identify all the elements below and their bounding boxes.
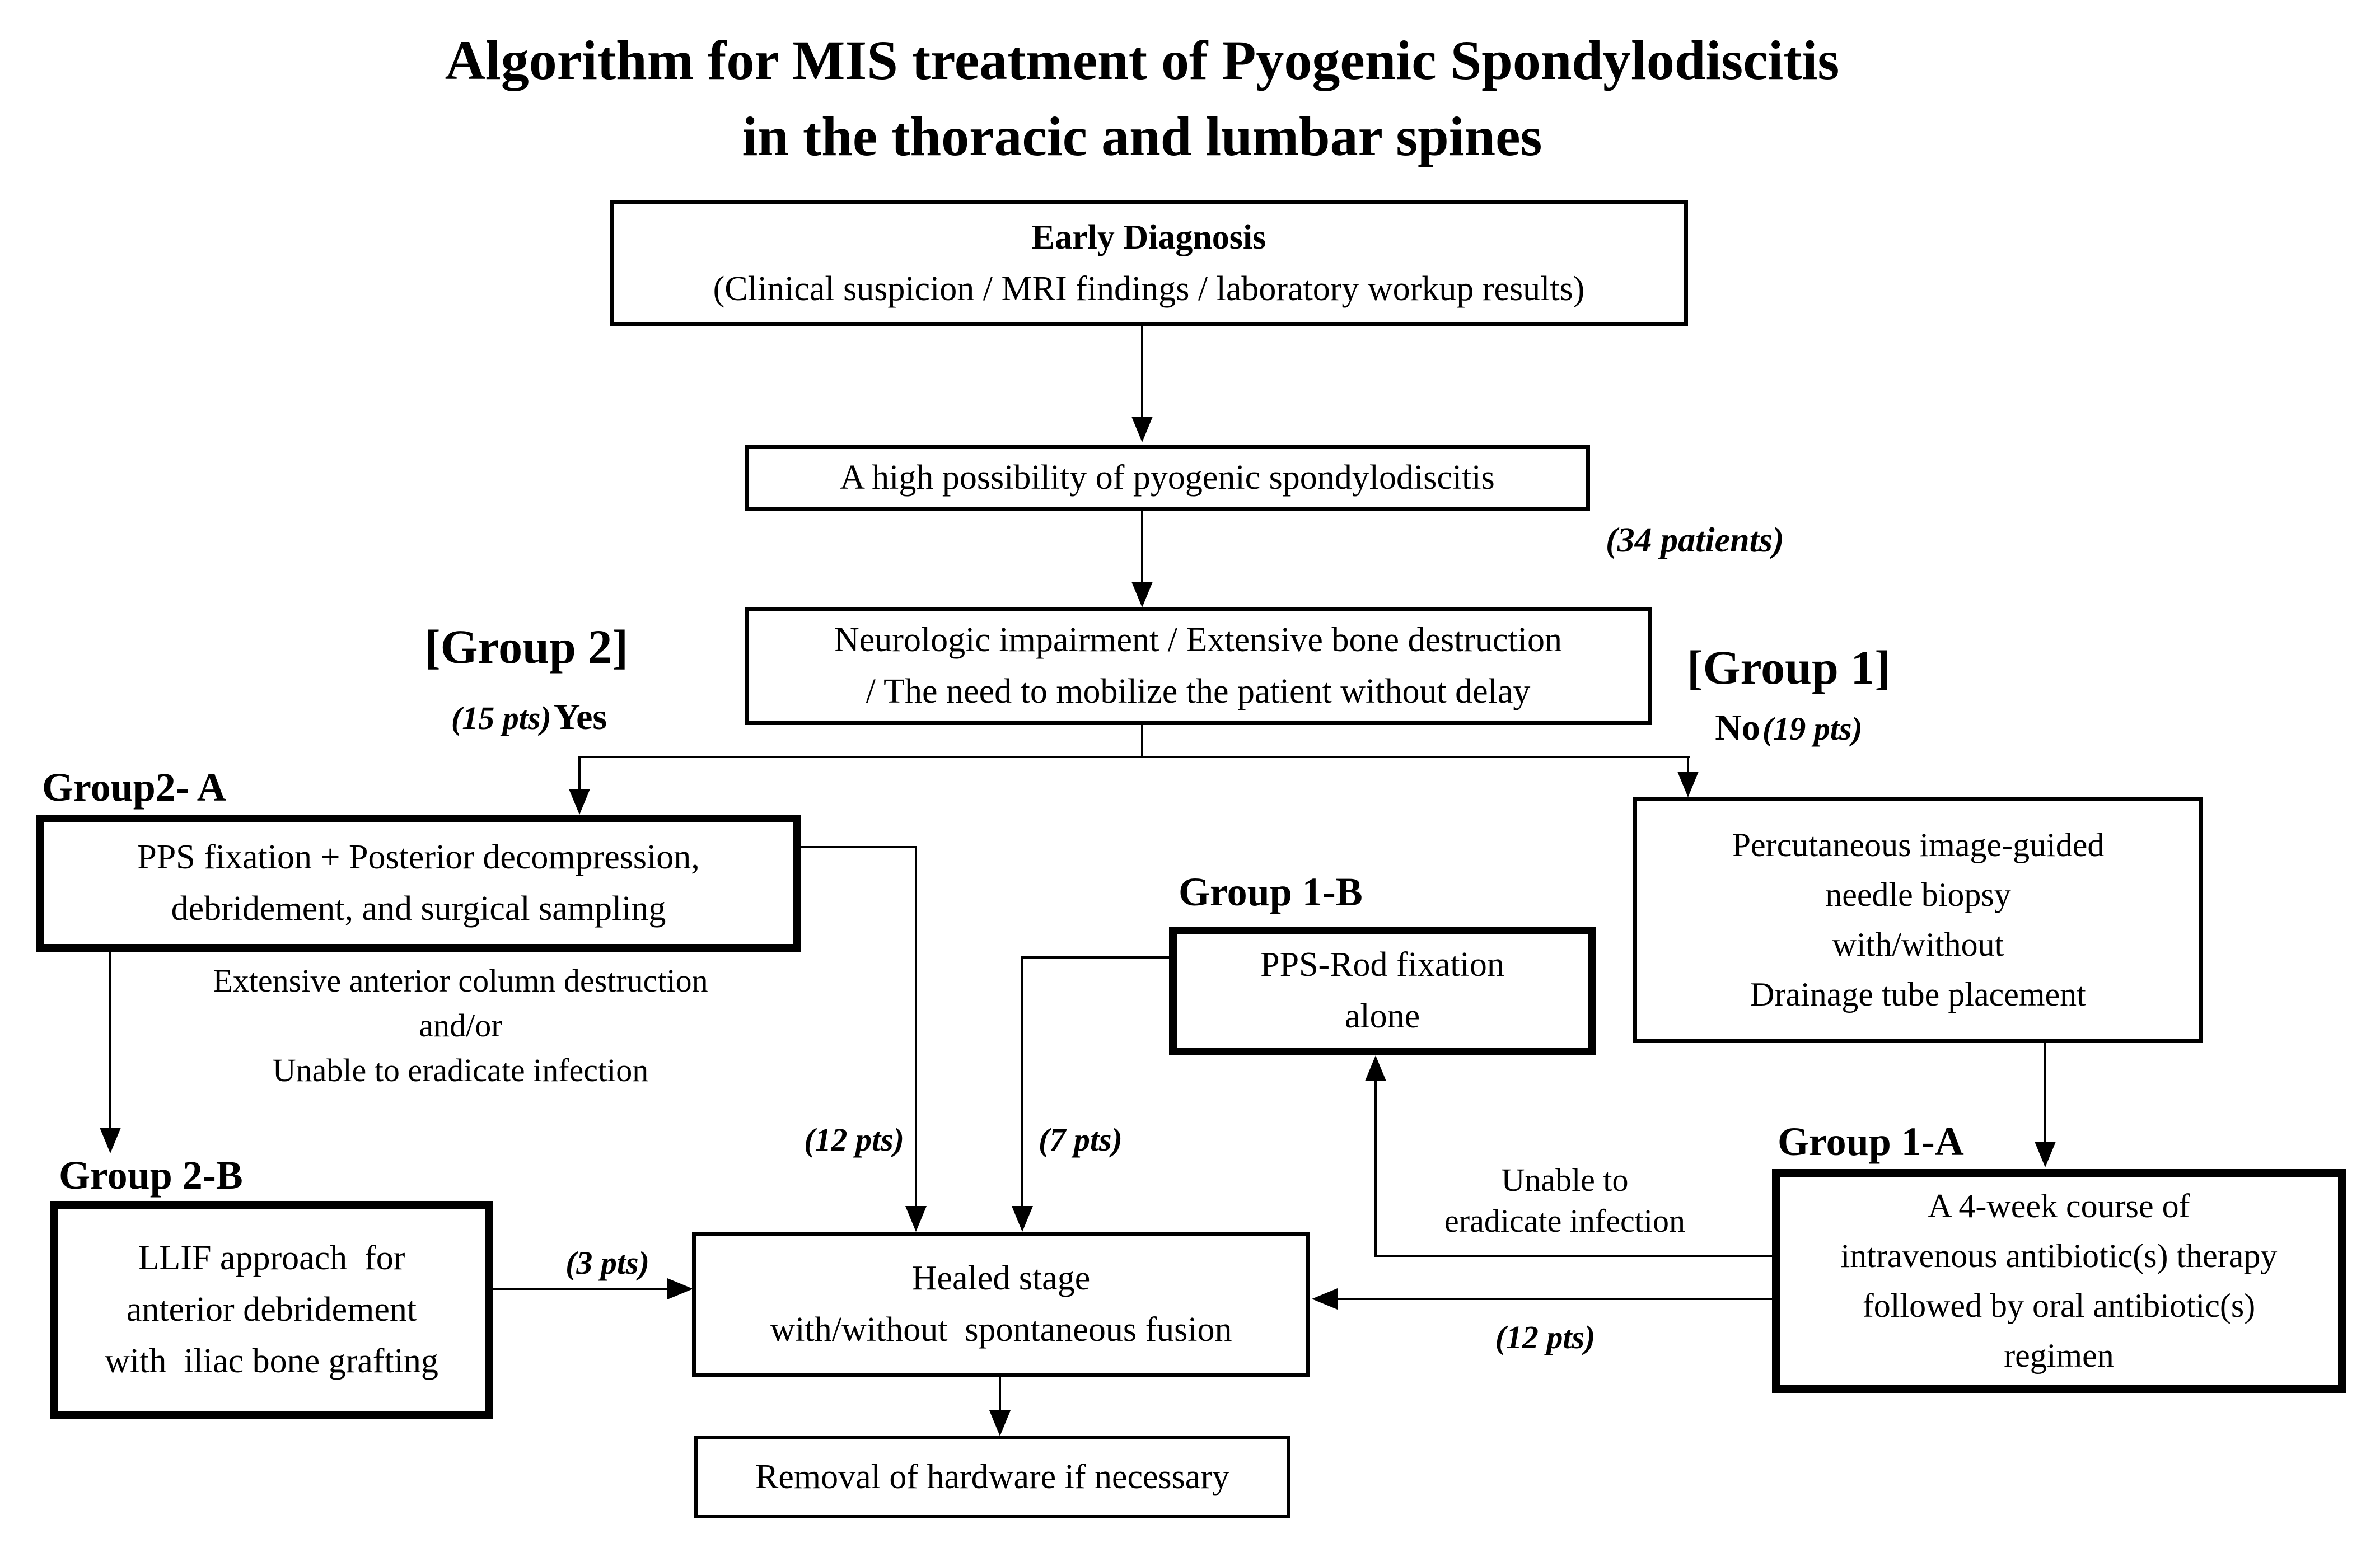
node-early-diagnosis: Early Diagnosis (Clinical suspicion / MR… bbox=[610, 200, 1688, 326]
label-group1b: Group 1-B bbox=[1179, 870, 1363, 914]
criteria-2b-line1: Extensive anterior column destruction bbox=[213, 962, 708, 999]
percutaneous-line4: Drainage tube placement bbox=[1750, 975, 2086, 1013]
criteria-2b-text: Extensive anterior column destruction an… bbox=[126, 959, 795, 1093]
connector-group2a-group2b bbox=[109, 952, 111, 1131]
node-high-possibility: A high possibility of pyogenic spondylod… bbox=[745, 445, 1590, 511]
arrowhead-branch-right bbox=[1677, 772, 1699, 797]
arrowhead-healed-removal bbox=[989, 1410, 1011, 1436]
arrowhead-group1a-group1b bbox=[1365, 1055, 1386, 1081]
label-12pts-group1a: (12 pts) bbox=[1495, 1319, 1596, 1355]
decision-line2: / The need to mobilize the patient witho… bbox=[866, 672, 1531, 710]
node-group1a: A 4-week course of intravenous antibioti… bbox=[1772, 1169, 2346, 1393]
arrowhead-highposs-decision bbox=[1131, 582, 1153, 607]
group1-pts: (19 pts) bbox=[1762, 710, 1863, 747]
label-7pts: (7 pts) bbox=[1039, 1121, 1123, 1158]
percutaneous-line3: with/without bbox=[1832, 926, 2004, 963]
connector-earlydx-highposs bbox=[1141, 326, 1143, 422]
connector-branch-right bbox=[1687, 756, 1689, 774]
group1-no: No bbox=[1715, 707, 1760, 748]
healed-line1: Healed stage bbox=[911, 1259, 1091, 1298]
node-removal: Removal of hardware if necessary bbox=[694, 1436, 1290, 1518]
group2a-line1: PPS fixation + Posterior decompression, bbox=[137, 838, 700, 876]
criteria-2b-line3: Unable to eradicate infection bbox=[272, 1052, 649, 1089]
high-possibility-text: A high possibility of pyogenic spondylod… bbox=[840, 459, 1495, 497]
connector-group1a-healed bbox=[1335, 1298, 1773, 1300]
arrowhead-group1b-healed bbox=[1012, 1206, 1033, 1232]
connector-group1a-group1b-v bbox=[1374, 1079, 1377, 1257]
group1a-line1: A 4-week course of bbox=[1928, 1188, 2190, 1225]
label-3pts: (3 pts) bbox=[565, 1245, 649, 1281]
arrowhead-group2a-healed bbox=[905, 1206, 927, 1232]
node-group2a: PPS fixation + Posterior decompression, … bbox=[36, 815, 801, 952]
connector-branch-horizontal bbox=[578, 756, 1690, 758]
connector-group2b-healed bbox=[493, 1288, 670, 1290]
label-group2-answer: (15 pts) Yes bbox=[403, 696, 655, 738]
connector-percutaneous-group1a bbox=[2044, 1043, 2046, 1145]
connector-branch-left bbox=[578, 756, 581, 791]
decision-line1: Neurologic impairment / Extensive bone d… bbox=[834, 621, 1562, 660]
group2b-line2: anterior debridement bbox=[126, 1291, 417, 1329]
arrowhead-earlydx-highposs bbox=[1131, 417, 1153, 442]
unable-line2: eradicate infection bbox=[1444, 1202, 1685, 1239]
connector-decision-stub bbox=[1141, 725, 1143, 758]
node-healed: Healed stage with/without spontaneous fu… bbox=[692, 1232, 1310, 1377]
connector-group1a-group1b-h bbox=[1374, 1255, 1773, 1257]
group2b-line1: LLIF approach for bbox=[138, 1239, 405, 1278]
unable-to-eradicate-text: Unable to eradicate infection bbox=[1374, 1160, 1755, 1241]
group1a-line4: regimen bbox=[2004, 1336, 2114, 1374]
removal-text: Removal of hardware if necessary bbox=[755, 1457, 1229, 1496]
early-diagnosis-heading: Early Diagnosis bbox=[1031, 218, 1266, 256]
label-group1a: Group 1-A bbox=[1778, 1119, 1964, 1164]
group1b-line1: PPS-Rod fixation bbox=[1260, 946, 1504, 984]
connector-highposs-decision bbox=[1141, 511, 1143, 587]
percutaneous-line1: Percutaneous image-guided bbox=[1732, 826, 2105, 864]
arrowhead-group2b-healed bbox=[667, 1278, 693, 1299]
group1a-line3: followed by oral antibiotic(s) bbox=[1862, 1287, 2256, 1324]
percutaneous-line2: needle biopsy bbox=[1825, 876, 2011, 914]
node-percutaneous: Percutaneous image-guided needle biopsy … bbox=[1633, 797, 2203, 1043]
arrowhead-percutaneous-group1a bbox=[2035, 1142, 2056, 1167]
healed-line2: with/without spontaneous fusion bbox=[770, 1311, 1232, 1349]
arrowhead-group1a-healed bbox=[1312, 1288, 1338, 1310]
group2-pts: (15 pts) bbox=[451, 700, 551, 736]
label-group1-answer: No (19 pts) bbox=[1671, 707, 1906, 749]
group2b-line3: with iliac bone grafting bbox=[105, 1341, 438, 1380]
label-group1-bracket: [Group 1] bbox=[1687, 641, 1891, 694]
diagram-title-line2: in the thoracic and lumbar spines bbox=[742, 105, 1542, 167]
arrowhead-branch-left bbox=[569, 789, 590, 815]
node-group2b: LLIF approach for anterior debridement w… bbox=[50, 1201, 493, 1419]
label-group2a: Group2- A bbox=[42, 765, 226, 810]
arrowhead-group2a-group2b bbox=[100, 1128, 121, 1153]
group1b-line2: alone bbox=[1344, 997, 1420, 1035]
connector-group2a-elbow-v bbox=[915, 846, 917, 1209]
connector-healed-removal bbox=[999, 1377, 1001, 1414]
connector-group2a-elbow-h bbox=[801, 846, 917, 848]
early-diagnosis-detail: (Clinical suspicion / MRI findings / lab… bbox=[713, 269, 1585, 308]
node-decision: Neurologic impairment / Extensive bone d… bbox=[745, 607, 1652, 725]
group2a-line2: debridement, and surgical sampling bbox=[171, 889, 666, 928]
group2-yes: Yes bbox=[553, 696, 607, 737]
group1a-line2: intravenous antibiotic(s) therapy bbox=[1840, 1237, 2278, 1275]
label-group2b: Group 2-B bbox=[59, 1153, 243, 1198]
node-group1b: PPS-Rod fixation alone bbox=[1169, 927, 1596, 1055]
unable-line1: Unable to bbox=[1501, 1162, 1629, 1198]
label-34-patients: (34 patients) bbox=[1606, 521, 1784, 559]
diagram-title-line1: Algorithm for MIS treatment of Pyogenic … bbox=[445, 29, 1840, 91]
diagram-title: Algorithm for MIS treatment of Pyogenic … bbox=[350, 22, 1934, 175]
label-group2-bracket: [Group 2] bbox=[424, 620, 628, 674]
criteria-2b-line2: and/or bbox=[419, 1007, 502, 1044]
connector-group1b-elbow-v bbox=[1021, 956, 1023, 1209]
label-12pts-group2a: (12 pts) bbox=[804, 1121, 904, 1158]
connector-group1b-elbow-h bbox=[1022, 956, 1169, 959]
